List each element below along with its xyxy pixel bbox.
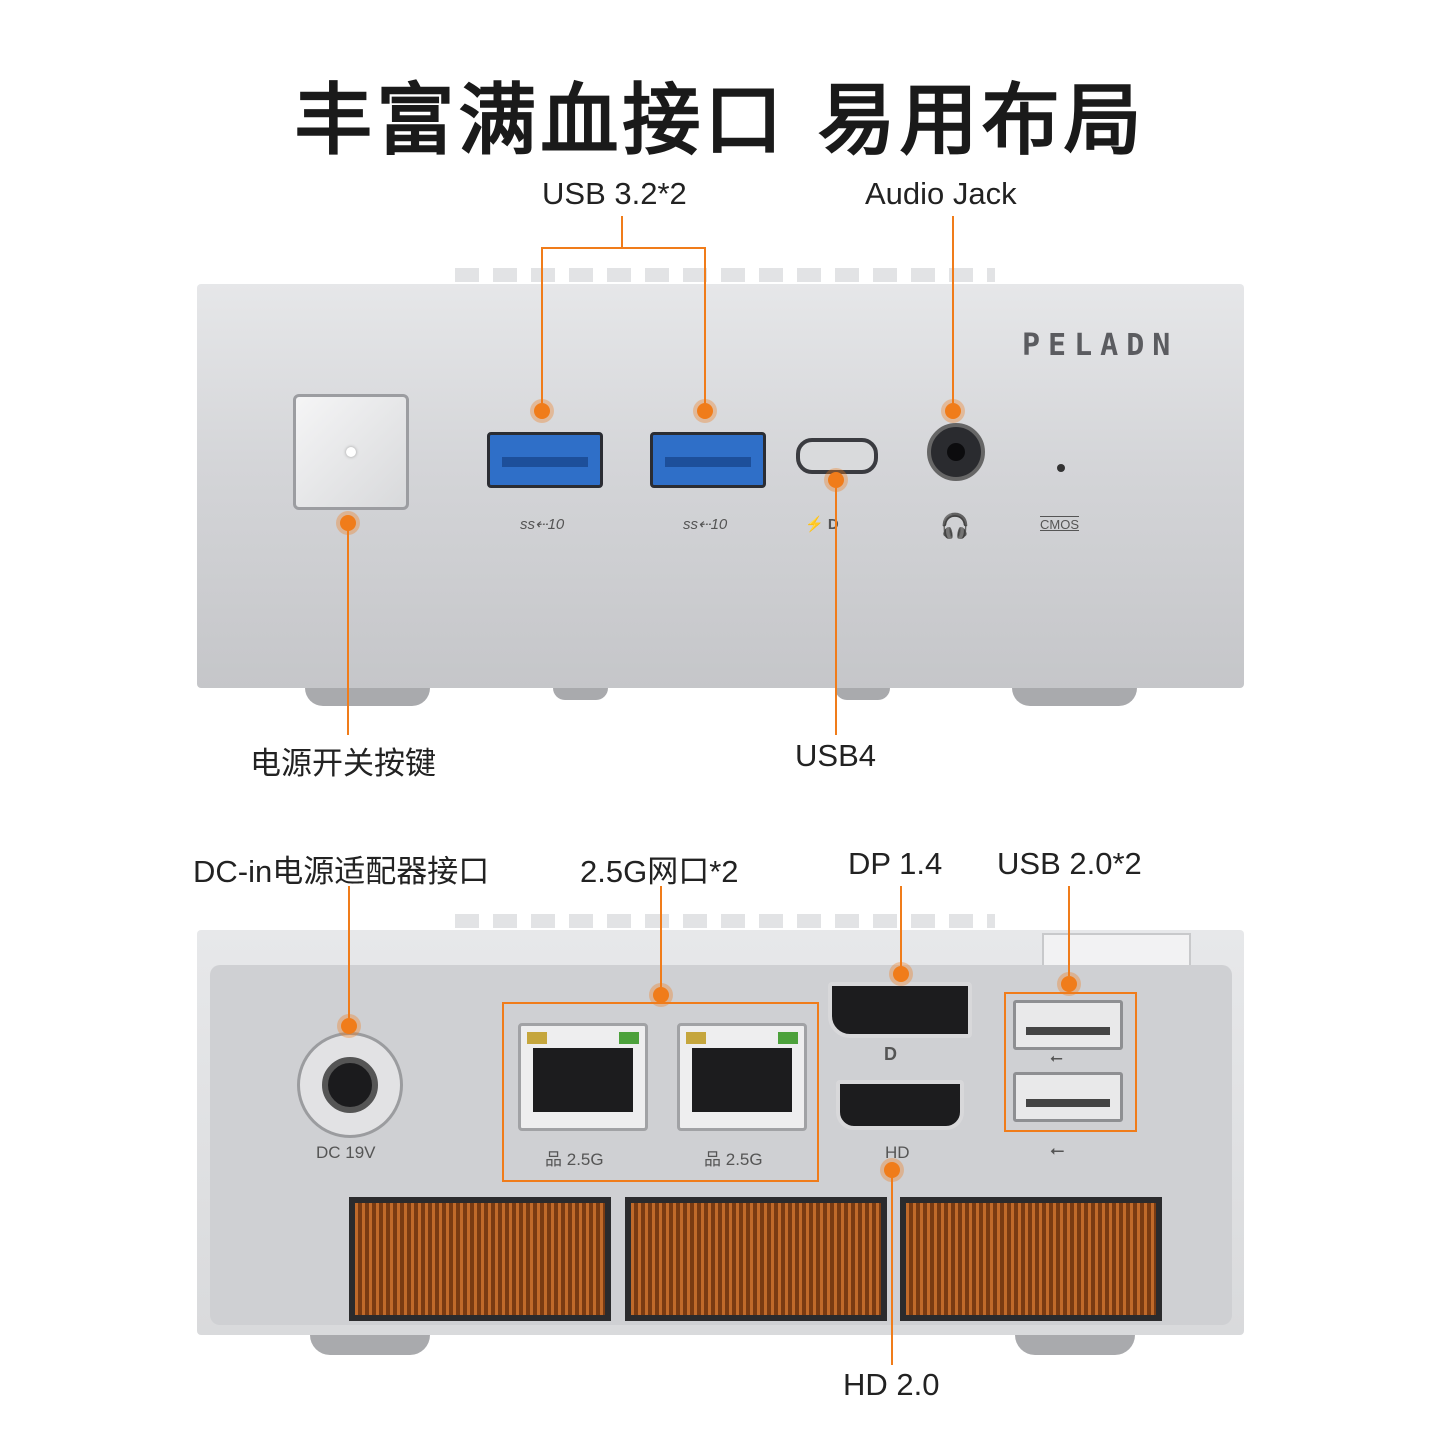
marker-usb32-2 [697,403,713,419]
dp-icon: D [884,1044,897,1064]
marker-dc-in [341,1018,357,1034]
usb20-port-1 [1013,1000,1123,1050]
hdmi-port [836,1080,964,1130]
vent-right [900,1197,1162,1321]
marker-usb32-1 [534,403,550,419]
foot-mid-right [835,688,890,700]
brand-logo: PELADN [1022,328,1179,363]
power-led [346,447,356,457]
lan-port-1 [518,1023,648,1131]
heatsink-fins [455,268,995,282]
usb32-port-1 [487,432,603,488]
marker-lan [653,987,669,1003]
audio-jack [927,423,985,481]
usb20-port-2 [1013,1072,1123,1122]
foot-mid-left [553,688,608,700]
dc-label: DC 19V [316,1143,376,1162]
headphone-icon: 🎧 [940,513,970,540]
callout-dp: DP 1.4 [848,846,943,881]
usb20-highlight-box [1004,992,1137,1132]
marker-audio [945,403,961,419]
lan-highlight-box [502,1002,819,1182]
usb-icon-2: ⭠ [1050,1140,1065,1160]
callout-dc-in: DC-in电源适配器接口 [193,854,490,889]
hd-label: HD [885,1143,910,1162]
vent-mid [625,1197,887,1321]
callout-audio-jack: Audio Jack [865,176,1017,211]
lan-label-2: 品 2.5G [704,1150,763,1169]
callout-usb32: USB 3.2*2 [542,176,687,211]
usb4-port [796,438,878,474]
ss-mark-1: ss⇠10 [520,516,565,533]
marker-dp [893,966,909,982]
power-button[interactable] [293,394,409,510]
heatsink-fins-back [455,914,995,928]
callout-power-button: 电源开关按键 [250,746,436,781]
callout-lan: 2.5G网口*2 [580,854,739,889]
foot-right [1012,688,1137,706]
ss-mark-2: ss⇠10 [683,516,728,533]
cmos-pinhole [1057,464,1065,472]
dc-in-port [297,1032,403,1138]
callout-usb20: USB 2.0*2 [997,846,1142,881]
callout-usb4: USB4 [795,738,876,773]
usb32-port-2 [650,432,766,488]
marker-usb20 [1061,976,1077,992]
foot-left [305,688,430,706]
cmos-label: CMOS [1040,517,1079,532]
lan-port-2 [677,1023,807,1131]
usb-icon-1: ⭠ [1050,1050,1063,1067]
callout-hd: HD 2.0 [843,1367,940,1402]
page-title: 丰富满血接口 易用布局 [294,76,1146,166]
thunderbolt-dp-icon: ⚡ D [805,516,839,533]
displayport-port [828,982,972,1038]
lan-label-1: 品 2.5G [545,1150,604,1169]
vent-left [349,1197,611,1321]
